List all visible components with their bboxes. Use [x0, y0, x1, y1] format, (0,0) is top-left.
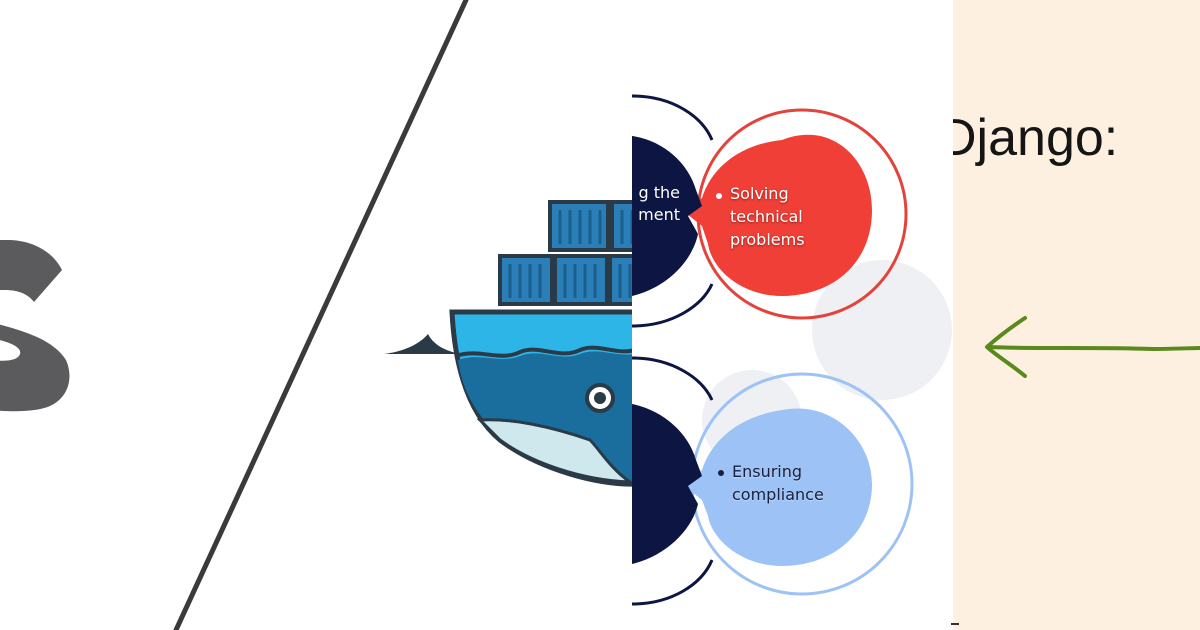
docker-whale-tail: [384, 334, 462, 354]
hand-drawn-arrow-layer: [985, 316, 1200, 378]
django-heading: Django:: [953, 109, 1119, 167]
docker-whale-logo: [384, 200, 632, 487]
top-navy-bubble: [632, 136, 702, 296]
cutoff-bullet-text: g the ment: [632, 182, 680, 226]
cutoff-line-2: ment: [638, 205, 680, 224]
bottom-navy-bubble: [632, 404, 702, 564]
tiny-dash-mark: [951, 623, 959, 625]
top-red-bubble: [682, 134, 872, 296]
bottom-bubble-line-1: Ensuring: [732, 462, 803, 481]
kubernetes-docker-artwork: [0, 0, 632, 630]
divider-slash: [173, 0, 469, 630]
kubernetes-letter-s-fragment: [0, 240, 70, 412]
bottom-bullet-dot: [718, 470, 724, 476]
top-bubble-line-3: problems: [730, 230, 805, 249]
left-arrow-icon: [985, 316, 1200, 378]
top-bullet-dot: [716, 193, 722, 199]
bottom-blue-bubble: [682, 408, 872, 566]
bottom-bubble-text: Ensuring compliance: [732, 460, 824, 506]
top-bubble-line-1: Solving: [730, 184, 789, 203]
diagram-panel: g the ment Solving technical problems En…: [632, 0, 953, 630]
top-bubble-text: Solving technical problems: [730, 182, 805, 251]
kubernetes-docker-panel: [0, 0, 632, 630]
bottom-bubble-line-2: compliance: [732, 485, 824, 504]
top-bubble-line-2: technical: [730, 207, 803, 226]
django-panel: Django:: [953, 0, 1200, 630]
cutoff-line-1: g the: [638, 183, 681, 202]
circle-diagram: [632, 94, 952, 606]
docker-containers: [498, 200, 632, 306]
